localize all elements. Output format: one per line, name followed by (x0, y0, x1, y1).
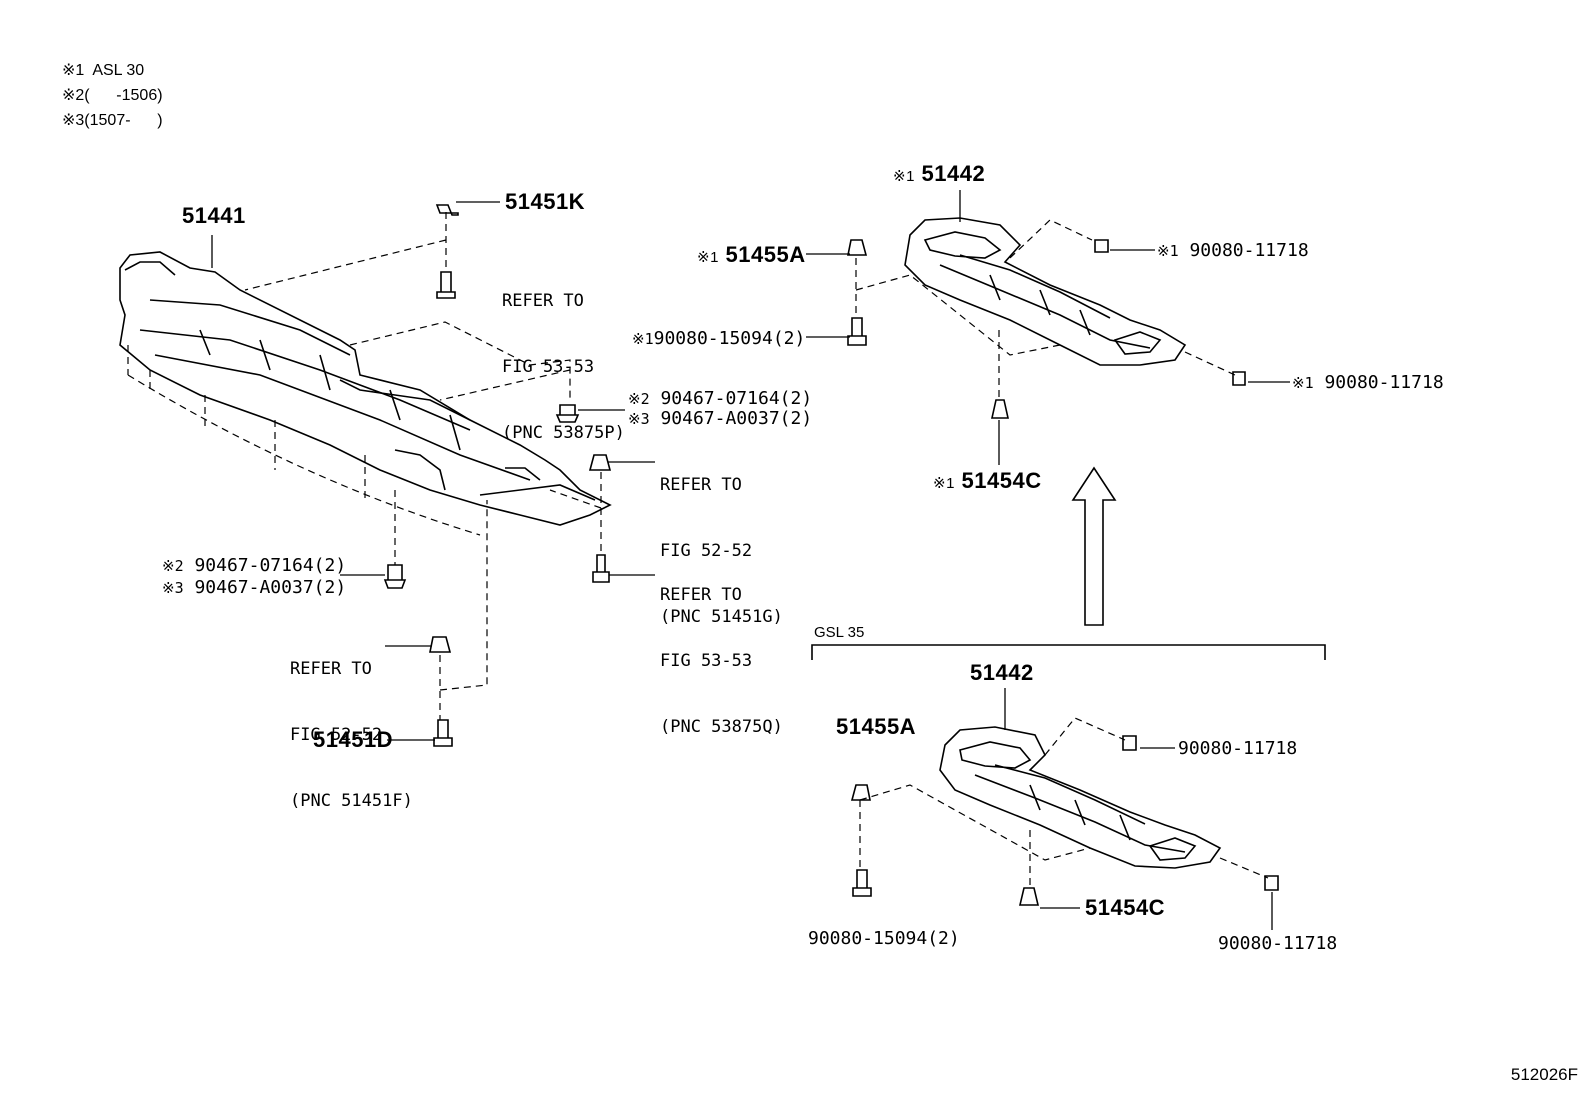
part-number: 51454C (961, 468, 1042, 493)
part-label-51441: 51441 (182, 203, 246, 228)
part-number: 90467-A0037(2) (660, 408, 813, 429)
refer-line: REFER TO (660, 585, 742, 605)
part-label-90467-07164-a: ※2 90467-07164(2) (628, 388, 812, 410)
part-label-51454C-b: 51454C (1085, 895, 1166, 920)
refer-note-2: REFER TO FIG 52-52 (PNC 51451G) (660, 430, 783, 650)
note-mark: ※3 (162, 579, 184, 597)
front-under-cover-51441 (119, 251, 612, 526)
part-number: 90080-15094(2) (653, 328, 806, 349)
note-mark: ※1 (1157, 242, 1179, 260)
part-label-51442-b: 51442 (970, 660, 1034, 685)
refer-line: REFER TO (660, 475, 742, 495)
part-label-51454C-a: ※1 51454C (933, 470, 1042, 495)
part-label-90080-15094-b: 90080-15094(2) (808, 928, 960, 949)
refer-note-1: REFER TO FIG 53-53 (PNC 53875P) (502, 246, 625, 466)
bolt-icon (847, 317, 867, 346)
note-mark: ※1 (697, 249, 719, 266)
part-label-90080-11718-c: 90080-11718 (1178, 738, 1298, 759)
note-mark: ※3 (628, 410, 650, 428)
refer-line: REFER TO (290, 659, 372, 679)
note-2: ※2( -1506) (62, 87, 163, 104)
part-label-90467-07164-b: ※2 90467-07164(2) (162, 555, 346, 577)
refer-line: (PNC 51451F) (290, 791, 413, 811)
nut-clip-icon (850, 784, 871, 801)
bolt-icon (1094, 239, 1109, 253)
refer-line: (PNC 53875P) (502, 423, 625, 443)
screw-icon (592, 554, 610, 583)
diagram-code: 512026F (1510, 1065, 1578, 1084)
grommet-icon (383, 564, 407, 589)
part-label-51451K: 51451K (505, 189, 586, 214)
note-mark: ※1 (893, 168, 915, 185)
group-label-gsl35: GSL 35 (814, 624, 865, 641)
part-number: 51442 (921, 161, 986, 186)
engine-under-cover-51442-gsl35 (939, 726, 1222, 869)
legend-notes: ※1 ASL 30 ※2( -1506) ※3(1507- ) (62, 58, 163, 133)
bolt-icon (1232, 371, 1246, 386)
part-number: 90467-07164(2) (194, 555, 347, 576)
part-label-51455A-b: 51455A (836, 714, 917, 739)
note-mark: ※1 (933, 475, 955, 492)
part-label-90467-A0037-a: ※3 90467-A0037(2) (628, 408, 812, 430)
bolt-icon (1264, 875, 1279, 891)
part-label-90080-11718-a: ※1 90080-11718 (1157, 240, 1309, 262)
clip-icon (588, 454, 612, 471)
note-mark: ※1 (632, 330, 654, 348)
note-1: ※1 ASL 30 (62, 62, 145, 79)
part-number: 90467-07164(2) (660, 388, 813, 409)
refer-line: REFER TO (502, 291, 584, 311)
refer-line: (PNC 51451G) (660, 607, 783, 627)
bolt-icon (852, 869, 872, 897)
bolt-icon (433, 719, 453, 747)
part-label-90080-15094-a: ※190080-15094(2) (632, 328, 805, 350)
note-mark: ※2 (162, 557, 184, 575)
clip-icon (991, 399, 1009, 419)
refer-line: FIG 53-53 (660, 651, 753, 671)
clip-icon (429, 636, 452, 653)
nut-clip-icon (847, 239, 868, 256)
note-mark: ※2 (628, 390, 650, 408)
refer-line: (PNC 53875Q) (660, 717, 783, 737)
refer-line: FIG 53-53 (502, 357, 595, 377)
part-label-90080-11718-d: 90080-11718 (1218, 933, 1338, 954)
part-label-90467-A0037-b: ※3 90467-A0037(2) (162, 577, 346, 599)
part-label-51455A-a: ※1 51455A (697, 244, 806, 269)
note-mark: ※1 (1292, 374, 1314, 392)
refer-note-3: REFER TO FIG 53-53 (PNC 53875Q) (660, 540, 783, 760)
up-arrow (1071, 466, 1117, 626)
bolt-icon (1122, 735, 1137, 751)
note-3: ※3(1507- ) (62, 112, 163, 129)
part-number: 90080-11718 (1324, 372, 1444, 393)
refer-line: FIG 52-52 (290, 725, 383, 745)
part-label-90080-11718-b: ※1 90080-11718 (1292, 372, 1444, 394)
refer-note-4: REFER TO FIG 52-52 (PNC 51451F) (290, 614, 413, 834)
refer-line: FIG 52-52 (660, 541, 753, 561)
clip-icon (1018, 887, 1040, 906)
part-number: 90467-A0037(2) (194, 577, 347, 598)
part-label-51451D: 51451D (313, 727, 394, 752)
part-label-51442-a: ※1 51442 (893, 163, 985, 188)
engine-under-cover-51442-asl30 (904, 217, 1187, 366)
clip-icon (435, 204, 459, 216)
bolt-icon (436, 271, 456, 299)
part-number: 51455A (725, 242, 806, 267)
grommet-icon (555, 404, 580, 423)
part-number: 90080-11718 (1189, 240, 1309, 261)
